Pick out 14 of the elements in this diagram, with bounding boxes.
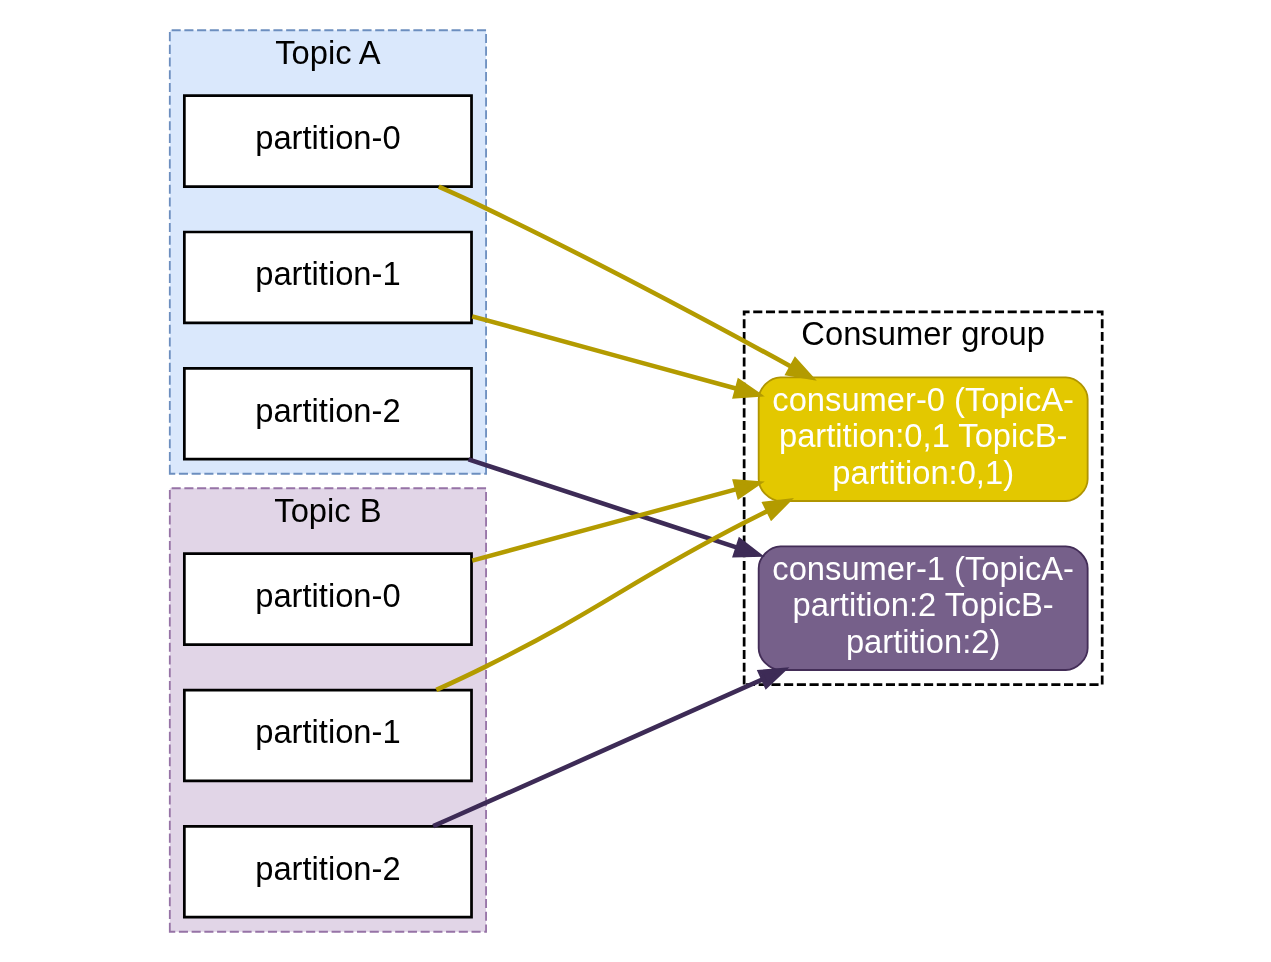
arrow xyxy=(434,497,794,692)
arrow xyxy=(467,457,765,558)
node-box: partition-2 xyxy=(182,824,473,919)
node-box: partition-1 xyxy=(182,230,473,325)
node-box: consumer-0 (TopicA-partition:0,1 TopicB-partition:0,1) xyxy=(757,376,1089,502)
node-box: partition-2 xyxy=(182,366,473,461)
node-box: partition-0 xyxy=(182,94,473,188)
node-box: partition-1 xyxy=(182,688,473,783)
arrow xyxy=(437,184,817,381)
node-box: consumer-1 (TopicA-partition:2 TopicB-partition:2) xyxy=(757,545,1089,671)
node-box: partition-0 xyxy=(182,552,473,646)
arrow xyxy=(471,314,765,399)
arrow xyxy=(431,667,789,829)
arrow xyxy=(471,479,765,563)
